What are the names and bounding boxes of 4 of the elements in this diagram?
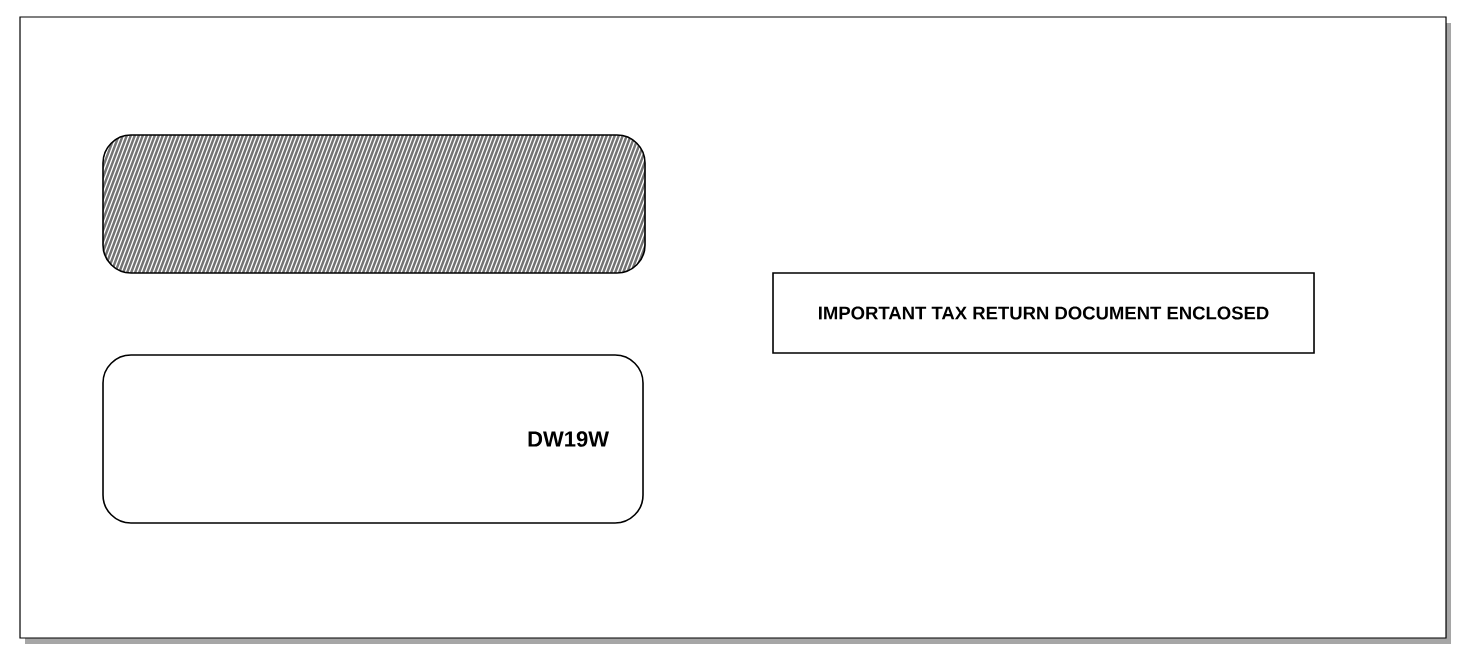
hatched-window — [102, 134, 646, 274]
notice-box: IMPORTANT TAX RETURN DOCUMENT ENCLOSED — [772, 272, 1315, 354]
envelope-outline — [19, 16, 1451, 644]
address-window: DW19W — [102, 354, 644, 524]
